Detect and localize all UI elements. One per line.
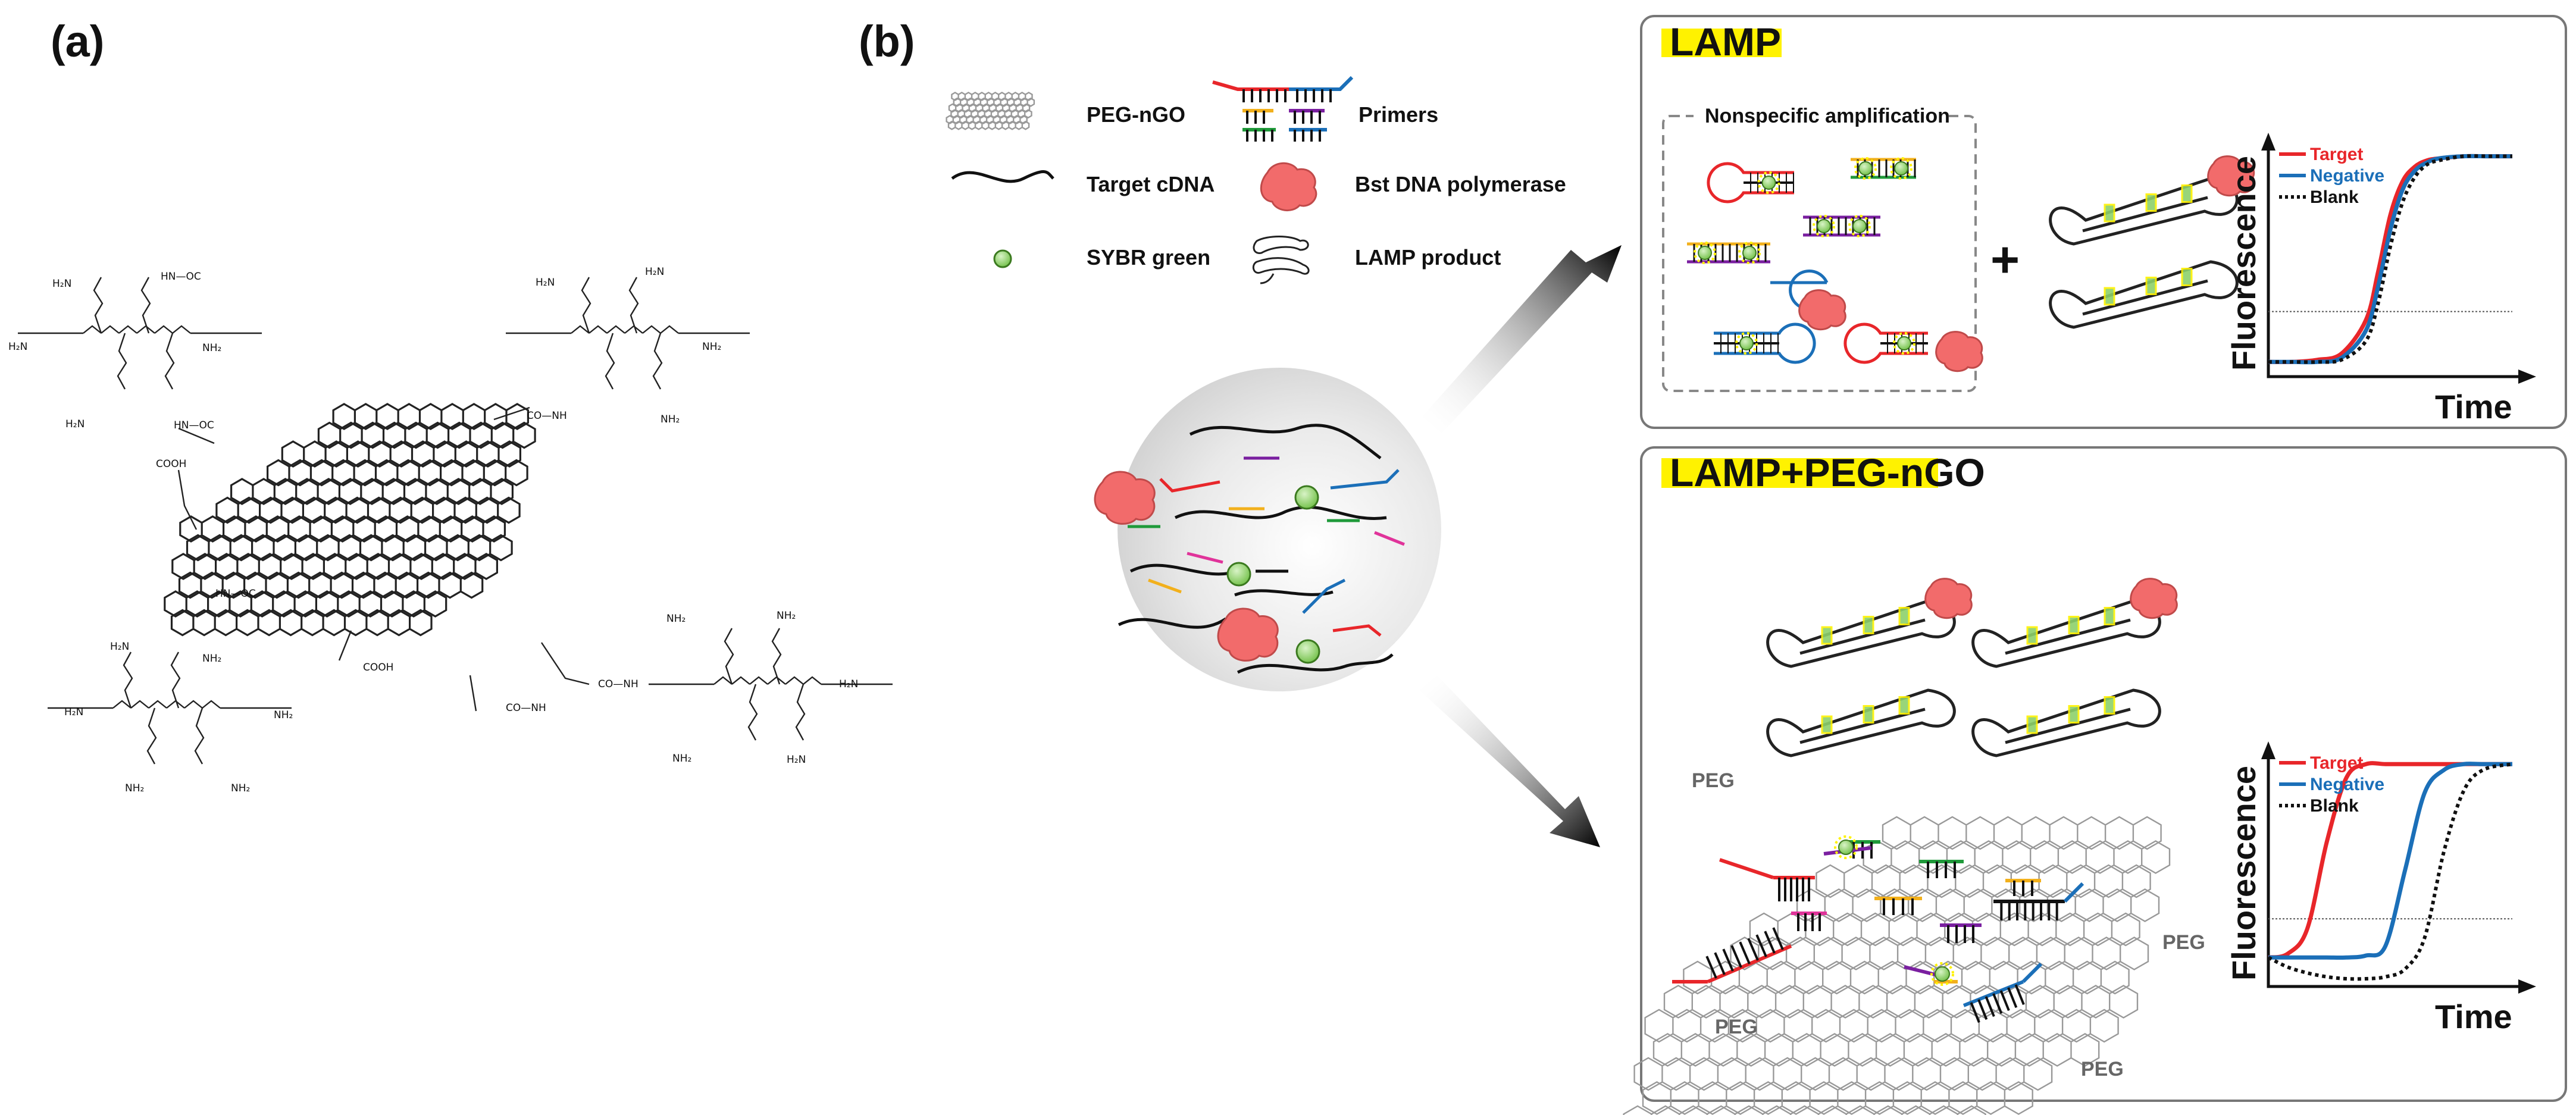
- chem-label: NH₂: [274, 709, 293, 721]
- chem-label: CO—NH: [506, 702, 546, 714]
- chart-axes: [2267, 140, 2524, 378]
- reaction-sphere: [1118, 368, 1441, 691]
- chem-label: H₂N: [839, 678, 858, 690]
- legend-label-blank: Blank: [2310, 187, 2359, 207]
- peg-ngo-icon: [946, 92, 1035, 130]
- chem-label: NH₂: [666, 613, 686, 625]
- peg-label: PEG: [1692, 769, 1735, 792]
- chem-label: H₂N: [64, 706, 83, 718]
- chem-label: NH₂: [777, 610, 796, 622]
- x-axis-label: Time: [2435, 998, 2512, 1035]
- chem-labels: H₂N HN—OC H₂N NH₂ H₂N HN—OC H₂N H₂N NH₂ …: [8, 266, 858, 794]
- nonspecific-title: Nonspecific amplification: [1705, 105, 1950, 127]
- panel-b-label: (b): [859, 17, 915, 66]
- legend: PEG-nGO Primers Target cDNA Bst DNA poly…: [946, 76, 1566, 284]
- polymerase-in-solution: [1094, 471, 1279, 662]
- polymerase-icon: [1260, 162, 1317, 211]
- arrow-to-lamp-peg-ngo: [1419, 675, 1600, 847]
- lamp-products-specific: [1766, 578, 2178, 757]
- legend-label-negative: Negative: [2310, 166, 2384, 186]
- chem-label: HN—OC: [161, 271, 201, 283]
- chart-axes: [2267, 748, 2524, 988]
- x-axis-arrow: [2518, 369, 2536, 384]
- primers-icon: [1212, 76, 1354, 142]
- y-axis-arrow: [2261, 741, 2275, 759]
- y-axis-label: Fluorescence: [2225, 156, 2262, 371]
- chem-label: CO—NH: [527, 410, 567, 422]
- nonspecific-box: [1662, 115, 1977, 392]
- y-axis-label: Fluorescence: [2225, 766, 2262, 981]
- lamp-title-highlight: [1661, 29, 1782, 57]
- chem-label: NH₂: [202, 342, 221, 354]
- chem-label: NH₂: [702, 341, 721, 353]
- lamp-products: [2049, 155, 2255, 329]
- primers-in-solution: [1128, 456, 1405, 637]
- chem-label: HN—OC: [174, 419, 214, 431]
- plus-sign: +: [1990, 231, 2020, 287]
- chem-label: H₂N: [65, 418, 84, 430]
- chem-label: NH₂: [231, 782, 250, 794]
- lamp-title: LAMP: [1670, 20, 1781, 64]
- chem-label: HN—OC: [215, 588, 256, 600]
- chem-label: H₂N: [110, 641, 129, 653]
- peg-label: PEG: [2081, 1058, 2124, 1080]
- chem-label: H₂N: [8, 341, 27, 353]
- legend-primers: Primers: [1359, 102, 1438, 127]
- legend-peg-ngo: PEG-nGO: [1087, 102, 1185, 127]
- series-line-blank: [2268, 154, 2512, 364]
- arrow-to-lamp: [1422, 245, 1622, 433]
- sybr-green-icon: [993, 249, 1012, 268]
- panel-a: (a) H₂N HN—OC H₂N NH₂ H₂N HN—OC H₂N H₂N …: [8, 17, 893, 794]
- legend-label-blank: Blank: [2310, 796, 2359, 816]
- chem-label: COOH: [156, 458, 186, 470]
- peg-label: PEG: [1715, 1016, 1758, 1038]
- legend-sybr: SYBR green: [1087, 245, 1210, 270]
- lamp-box: LAMP Nonspecific amplification + TargetN…: [1640, 15, 2567, 429]
- chem-label: NH₂: [672, 753, 691, 765]
- chem-label: H₂N: [787, 754, 806, 766]
- lamp-peg-ngo-box: LAMP+PEG-nGO PEG PEG PEG PEG TargetNegat…: [1623, 446, 2567, 1115]
- chem-label: NH₂: [202, 653, 221, 665]
- lamp-peg-title: LAMP+PEG-nGO: [1670, 450, 1985, 494]
- chem-label: NH₂: [125, 782, 144, 794]
- graphene-oxide-sheet: [164, 403, 536, 637]
- target-cdna-strands: [1118, 424, 1394, 674]
- y-axis-arrow: [2261, 133, 2275, 151]
- chem-label: H₂N: [536, 277, 555, 289]
- chem-label: COOH: [363, 662, 393, 674]
- nonspecific-products: [1687, 157, 1983, 372]
- peg-label: PEG: [2162, 931, 2205, 954]
- chem-label: H₂N: [645, 266, 664, 278]
- lamp-peg-title-highlight: [1661, 458, 1938, 488]
- x-axis-arrow: [2518, 979, 2536, 994]
- chem-label: CO—NH: [598, 678, 638, 690]
- series-line-blank: [2267, 762, 2513, 981]
- legend-label-target: Target: [2310, 753, 2363, 773]
- legend-target-cdna: Target cDNA: [1087, 172, 1215, 196]
- target-cdna-icon: [951, 170, 1054, 183]
- legend-lamp-product: LAMP product: [1355, 245, 1501, 270]
- chem-label: H₂N: [52, 278, 71, 290]
- adsorbed-primers: [1672, 835, 2084, 1023]
- legend-label-target: Target: [2310, 145, 2363, 164]
- sybr-in-solution: [1226, 485, 1320, 664]
- legend-label-negative: Negative: [2310, 775, 2384, 794]
- x-axis-label: Time: [2435, 388, 2512, 425]
- lamp-product-icon: [1252, 236, 1310, 284]
- legend-polymerase: Bst DNA polymerase: [1355, 172, 1566, 196]
- panel-a-label: (a): [51, 17, 104, 66]
- peg-branches: [18, 277, 893, 765]
- reaction-mixture: [1094, 368, 1441, 691]
- chem-label: NH₂: [661, 414, 680, 425]
- series-line-negative: [2268, 762, 2512, 960]
